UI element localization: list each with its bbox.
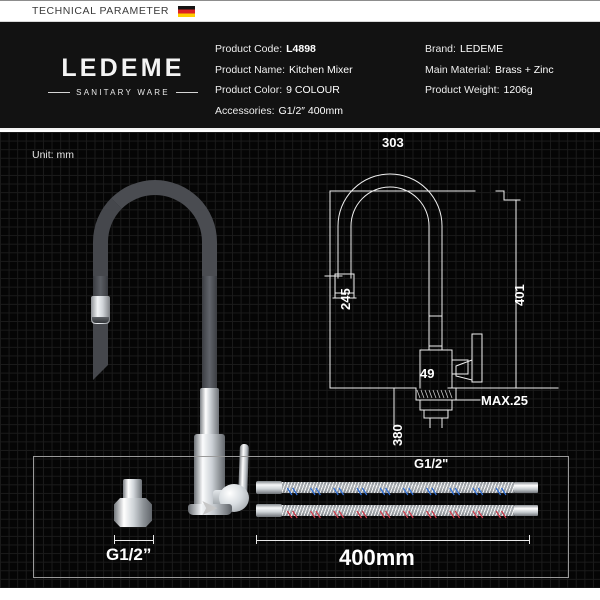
unit-label: Unit: mm [32, 149, 74, 161]
photo-spout-riser [202, 276, 217, 390]
cold-hose-thread-svg [286, 487, 507, 496]
cold-hose-braid [282, 482, 514, 493]
cold-hose-tip [514, 482, 538, 493]
spec-row-product-weight: Product Weight:1206g [425, 80, 554, 101]
spec-value-brand: LEDEME [459, 43, 504, 55]
cold-water-hose [256, 481, 538, 496]
spec-value-accessories: G1/2″ 400mm [278, 104, 343, 117]
spec-label-product-color: Product Color: [215, 84, 283, 96]
product-photo [55, 172, 265, 515]
bottombar [0, 588, 600, 600]
cad-lever-hub [455, 359, 473, 381]
spec-row-brand: Brand:LEDEME [425, 39, 554, 60]
spec-column-right: Brand:LEDEME Main Material:Brass + Zinc … [425, 39, 554, 101]
cad-drawing: 303 245 401 49 380 MAX.25 G1/2" [320, 135, 595, 471]
cad-deck-flange [415, 387, 457, 401]
brand-logo-wordmark: LEDEME [61, 54, 185, 82]
german-flag-icon [178, 5, 196, 17]
dimension-label-380: 380 [390, 424, 405, 446]
hot-hose-tip [514, 505, 538, 516]
spec-row-accessories: Accessories:G1/2″ 400mm [215, 101, 353, 122]
dimension-label-max25: MAX.25 [481, 393, 528, 408]
photo-base-flange [188, 504, 232, 515]
cad-supply-tail [429, 417, 443, 439]
cad-lock-nut [423, 409, 449, 419]
logo-rule-right [175, 92, 198, 93]
spec-label-brand: Brand: [425, 43, 456, 55]
hot-hose-thread-svg [286, 510, 507, 519]
fitting-spigot [123, 479, 142, 501]
arrow-right-icon: ➤ [200, 495, 219, 520]
cad-mount-collar [419, 399, 453, 411]
photo-aerator [91, 296, 110, 324]
drawing-area: Unit: mm [0, 132, 600, 588]
hose-length-caliper [256, 535, 530, 544]
spec-label-product-weight: Product Weight: [425, 84, 500, 96]
photo-chrome-neck [200, 388, 219, 440]
page-title: TECHNICAL PARAMETER [32, 5, 170, 17]
topbar: TECHNICAL PARAMETER [0, 0, 600, 22]
spec-value-product-code: L4898 [286, 43, 316, 55]
cad-drawing-svg [324, 173, 559, 457]
spec-row-main-material: Main Material:Brass + Zinc [425, 60, 554, 81]
hot-water-hose [256, 504, 538, 519]
spec-value-main-material: Brass + Zinc [494, 63, 554, 76]
cad-knurl-hatch [416, 389, 453, 399]
accessory-panel: G1/2” ➤ [33, 456, 569, 578]
cad-riser [428, 309, 443, 351]
photo-flexible-spout [93, 180, 217, 380]
cold-hose-threads [282, 483, 514, 496]
dimension-label-49: 49 [420, 366, 435, 381]
brand-logo-subtitle-row: SANITARY WARE [44, 88, 202, 97]
spec-column-left: Product Code:L4898 Product Name:Kitchen … [215, 39, 353, 121]
hot-hose-threads [282, 506, 514, 519]
dimension-label-g12-inlet: G1/2" [414, 456, 449, 471]
spec-label-product-name: Product Name: [215, 63, 286, 76]
topbar-content: TECHNICAL PARAMETER [32, 5, 196, 17]
logo-rule-left [48, 92, 71, 93]
cad-valve-shoulder [451, 359, 469, 375]
spec-label-product-code: Product Code: [215, 43, 283, 55]
hot-hose-nut [256, 504, 282, 517]
spec-row-product-name: Product Name:Kitchen Mixer [215, 60, 353, 81]
hot-hose-braid [282, 505, 514, 516]
spec-label-main-material: Main Material: [425, 63, 491, 76]
spec-row-product-code: Product Code:L4898 [215, 39, 353, 60]
dimension-label-401: 401 [512, 284, 527, 306]
cold-hose-nut [256, 481, 282, 494]
spec-label-accessories: Accessories: [215, 104, 275, 117]
specification-header: LEDEME SANITARY WARE Product Code:L4898 … [0, 22, 600, 130]
accessory-fitting-label: G1/2” [106, 545, 152, 564]
spec-value-product-name: Kitchen Mixer [289, 63, 353, 76]
spout-inner-profile [350, 186, 430, 311]
brand-logo-subtitle: SANITARY WARE [76, 88, 170, 97]
accessory-hose-length-label: 400mm [339, 545, 415, 570]
photo-spout-outlet-leg [93, 276, 108, 298]
dimension-label-303: 303 [382, 135, 404, 150]
spec-value-product-color: 9 COLOUR [286, 84, 340, 96]
spec-value-product-weight: 1206g [503, 84, 533, 96]
brand-logo: LEDEME SANITARY WARE [44, 56, 202, 97]
spout-outer-profile [337, 173, 443, 311]
cad-lever-handle [471, 333, 483, 383]
fitting-hex-nut [114, 498, 152, 527]
spec-row-product-color: Product Color:9 COLOUR [215, 80, 353, 101]
accessory-fitting [114, 479, 152, 527]
dimension-label-245: 245 [338, 288, 353, 310]
fitting-dimension-caliper [114, 535, 154, 544]
